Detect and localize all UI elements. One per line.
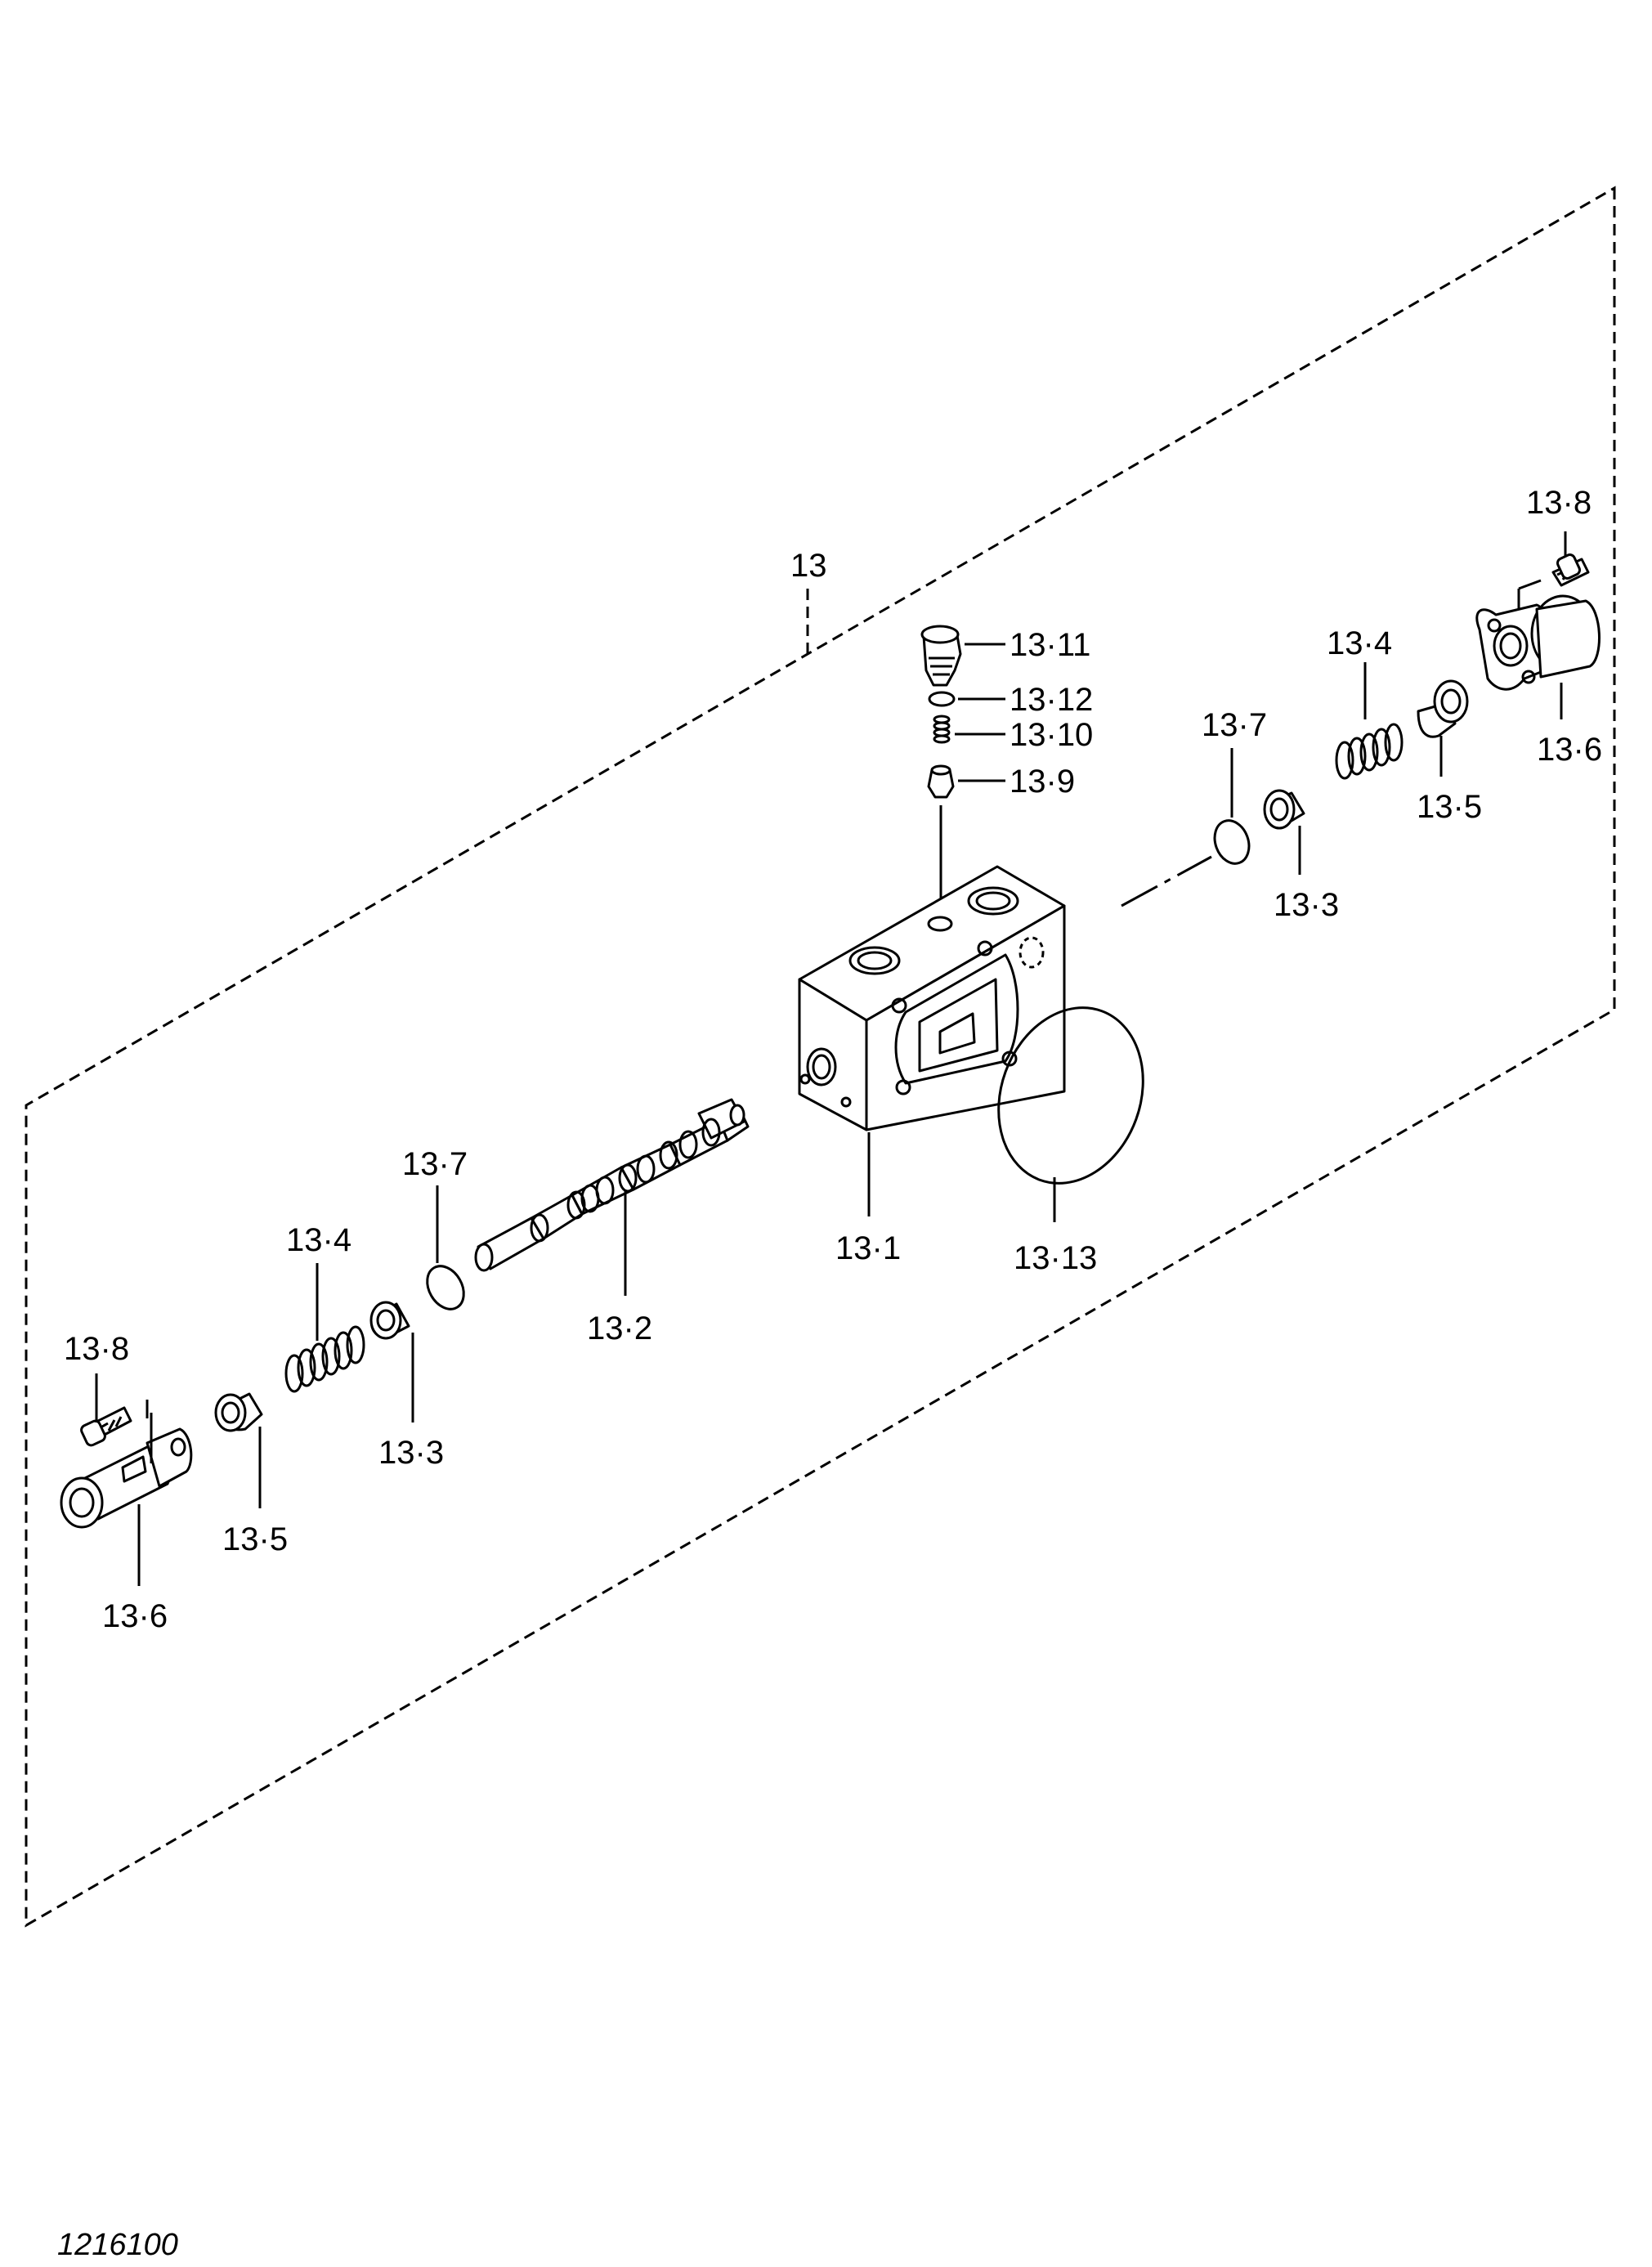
callout-stopper-left: 13·5 [222, 1521, 288, 1557]
callout-spool: 13·2 [587, 1310, 652, 1346]
small-spring [933, 715, 951, 744]
o-ring-right [1213, 819, 1251, 865]
callout-cap-left: 13·6 [102, 1598, 168, 1634]
callout-cap-right: 13·6 [1537, 732, 1602, 768]
callout-stopper-right: 13·5 [1417, 789, 1482, 825]
group-label: 13 [790, 548, 827, 584]
axis-line-right [1121, 855, 1212, 907]
large-o-ring [997, 1006, 1144, 1185]
spring-seat-left [369, 1301, 410, 1340]
callout-o-ring-right: 13·7 [1202, 707, 1267, 743]
callout-plug: 13·11 [1010, 627, 1090, 663]
bolt-right [1551, 553, 1590, 587]
valve-body [798, 865, 1066, 1131]
callout-bolt-left: 13·8 [64, 1331, 129, 1367]
small-o-ring [928, 691, 956, 707]
spool [474, 1098, 750, 1272]
plug [920, 625, 962, 687]
bolt-left [80, 1406, 132, 1447]
callout-spring-right: 13·4 [1327, 625, 1392, 661]
spring-right [1335, 723, 1404, 780]
callout-small-o-ring: 13·12 [1010, 682, 1093, 718]
o-ring-left [426, 1265, 465, 1310]
assembly-boundary [25, 186, 1616, 1928]
callout-spring-left: 13·4 [286, 1222, 351, 1258]
spring-left [284, 1325, 365, 1393]
callout-o-ring-left: 13·7 [402, 1146, 468, 1182]
callout-spring-seat-right: 13·3 [1274, 887, 1339, 923]
callout-body: 13·1 [835, 1230, 901, 1266]
callout-bolt-right: 13·8 [1526, 485, 1592, 521]
cap-left [60, 1413, 193, 1529]
poppet [927, 764, 955, 799]
spring-seat-right [1263, 789, 1305, 830]
callout-spring-seat-left: 13·3 [378, 1435, 444, 1471]
figure-number: 1216100 [57, 2228, 178, 2262]
stopper-right [1417, 679, 1469, 738]
cap-right [1475, 594, 1601, 691]
callout-poppet: 13·9 [1010, 764, 1075, 800]
stopper-left [214, 1392, 263, 1432]
callout-small-spring: 13·10 [1010, 717, 1093, 753]
callout-large-o-ring: 13·13 [1014, 1240, 1097, 1276]
